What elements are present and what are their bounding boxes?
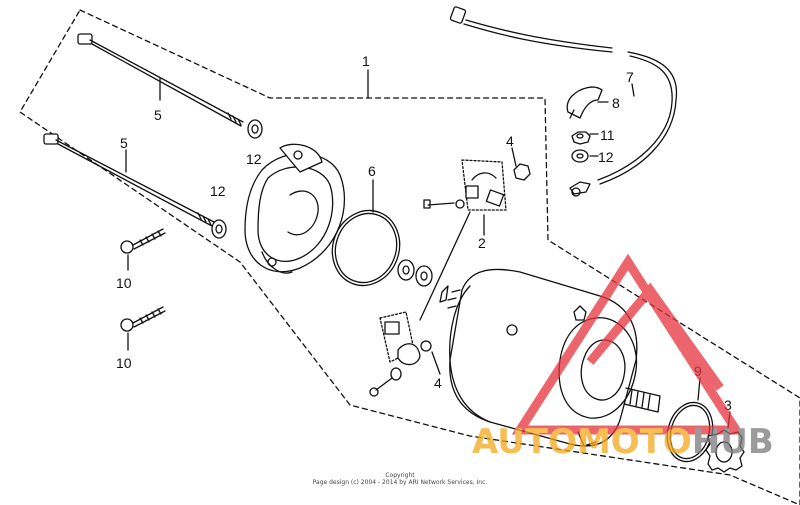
copyright-notice: Page design (c) 2004 - 2014 by ARI Netwo… (312, 479, 488, 486)
leader-7 (631, 83, 635, 97)
shim-washers (397, 259, 433, 287)
callout-7: 7 (626, 69, 634, 85)
screw-upper (120, 228, 166, 254)
brush-lower (369, 311, 432, 397)
rubber-boot (566, 86, 603, 119)
watermark-logo: AUTOMOTOHUB (472, 253, 774, 462)
washer-right (571, 149, 589, 163)
screw-lower (120, 306, 166, 332)
callout-12-upper: 12 (246, 151, 262, 167)
leader-4a (511, 147, 517, 167)
long-bolt-upper (77, 33, 244, 127)
washer-lower (211, 219, 227, 239)
callout-6: 6 (368, 163, 376, 179)
terminal-nut-upper (513, 163, 531, 181)
callout-5-upper: 5 (154, 107, 162, 123)
long-bolt-lower (43, 133, 215, 227)
watermark-triangle-icon (511, 253, 745, 435)
leader-4b (431, 351, 441, 375)
callout-1: 1 (362, 53, 370, 69)
callout-3: 3 (724, 397, 732, 413)
callout-4-upper: 4 (506, 133, 514, 149)
callout-2: 2 (478, 235, 486, 251)
brush-holder (419, 159, 507, 321)
washer-upper (247, 119, 263, 139)
callout-4-lower: 4 (434, 375, 442, 391)
callout-12-right: 12 (598, 149, 614, 165)
cable (449, 6, 678, 197)
callout-10-upper: 10 (116, 275, 132, 291)
nut-right (571, 131, 591, 145)
motor-body (439, 268, 661, 447)
callout-5-lower: 5 (120, 135, 128, 151)
callout-10-lower: 10 (116, 355, 132, 371)
copyright-label: Copyright (385, 472, 415, 479)
assembly-boundary (19, 9, 800, 505)
callout-11: 11 (600, 127, 615, 143)
callout-8: 8 (612, 95, 620, 111)
o-ring-large (331, 209, 401, 287)
watermark-text: AUTOMOTOHUB (472, 422, 774, 462)
rear-cover (244, 143, 346, 274)
callout-12-lower: 12 (210, 183, 226, 199)
